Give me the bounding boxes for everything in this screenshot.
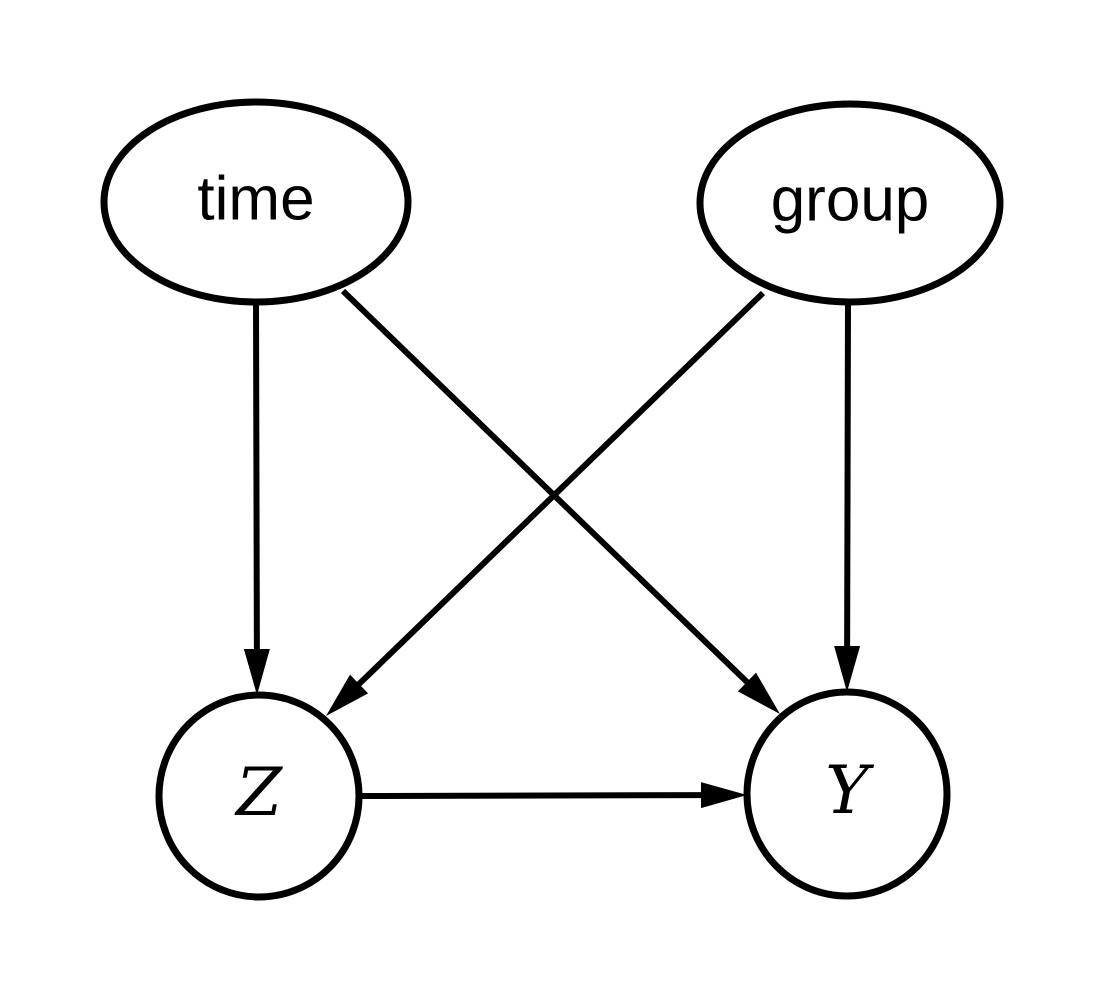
edge-group-to-Z[interactable] xyxy=(326,290,766,716)
edge-group-to-Y[interactable] xyxy=(834,301,861,692)
edge-group-to-Z-arrowhead xyxy=(326,674,369,716)
node-Z-circle xyxy=(155,691,363,901)
node-Y-circle xyxy=(743,688,951,900)
edge-time-to-Y-arrowhead xyxy=(737,672,780,714)
edge-time-to-Z[interactable] xyxy=(243,301,270,695)
node-time[interactable]: time xyxy=(100,98,412,306)
node-Z[interactable]: Z xyxy=(155,691,363,901)
edge-group-to-Y-line xyxy=(844,301,851,649)
edge-Z-to-Y-arrowhead xyxy=(700,782,747,809)
node-layer: time group Z Y xyxy=(100,98,1004,901)
node-group-ellipse xyxy=(696,100,1004,306)
edge-time-to-Z-line xyxy=(253,301,260,652)
node-group[interactable]: group xyxy=(696,100,1004,306)
edge-time-to-Z-arrowhead xyxy=(243,648,270,695)
edge-layer xyxy=(243,288,861,809)
node-Y-label: Y xyxy=(825,752,874,829)
edge-group-to-Z-line xyxy=(355,290,766,688)
edge-group-to-Y-arrowhead xyxy=(834,645,861,692)
node-time-ellipse xyxy=(100,98,412,306)
node-group-label: group xyxy=(771,165,930,234)
edge-time-to-Y[interactable] xyxy=(340,288,780,714)
edge-time-to-Y-line xyxy=(340,288,751,686)
edge-Z-to-Y[interactable] xyxy=(358,782,747,809)
node-Y[interactable]: Y xyxy=(743,688,951,900)
edge-Z-to-Y-line xyxy=(358,792,704,799)
node-Z-label: Z xyxy=(234,754,283,831)
node-time-label: time xyxy=(197,164,314,233)
